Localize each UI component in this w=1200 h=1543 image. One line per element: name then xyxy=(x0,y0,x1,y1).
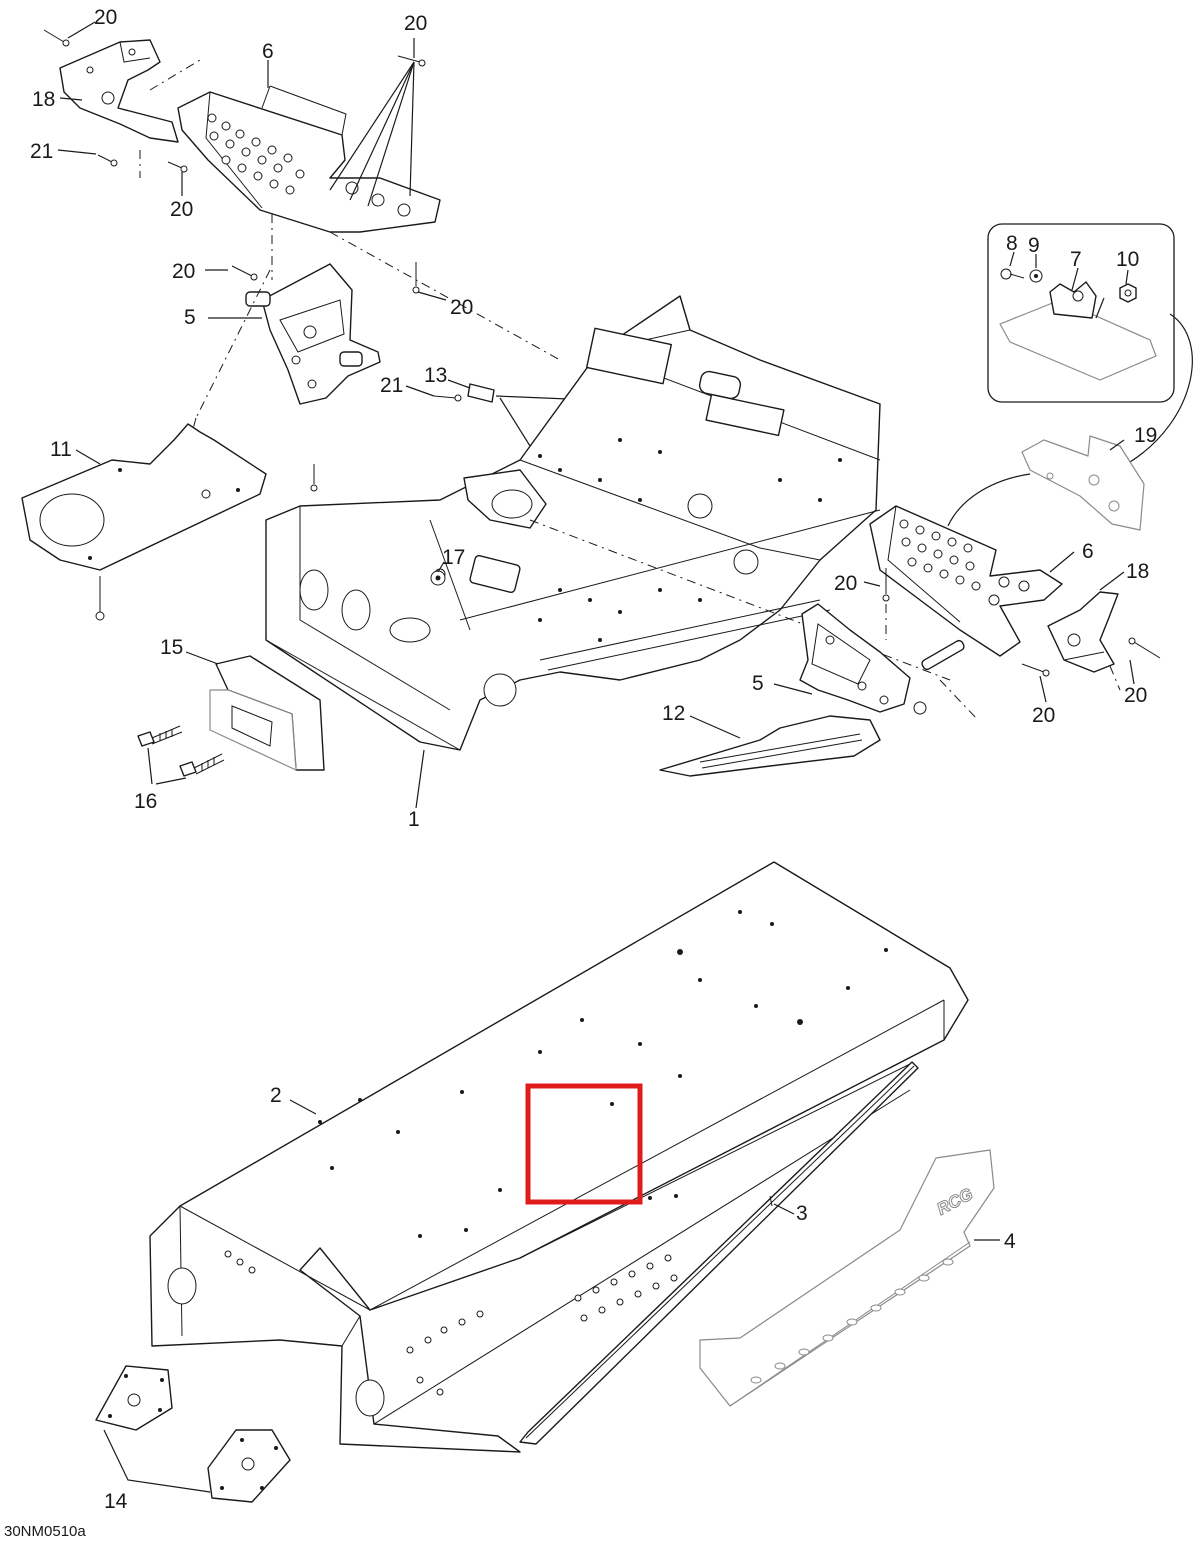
callout-18: 18 xyxy=(1126,560,1149,583)
callout-20: 20 xyxy=(94,6,117,29)
callout-18: 18 xyxy=(32,88,55,111)
callout-14: 14 xyxy=(104,1490,128,1513)
callout-20: 20 xyxy=(450,296,473,319)
detail-inset xyxy=(987,223,1175,403)
grommet-17 xyxy=(430,570,446,586)
skid-plate-right xyxy=(869,505,1063,657)
callout-19: 19 xyxy=(1134,424,1157,447)
suspension-bracket-right xyxy=(799,603,965,715)
highlight-box xyxy=(525,1083,643,1205)
rivet-icon xyxy=(97,154,118,167)
backing-plate-14a xyxy=(95,1365,173,1431)
suspension-bracket-left xyxy=(245,263,381,405)
rivet-icon xyxy=(397,55,426,67)
skid-plate-right-holes xyxy=(899,519,1030,606)
callout-20: 20 xyxy=(1124,684,1147,707)
callout-9: 9 xyxy=(1028,234,1040,257)
callout-5: 5 xyxy=(184,306,196,329)
bolt-icon xyxy=(179,753,225,777)
drawing-code: 30NM0510a xyxy=(4,1523,86,1540)
bolt-icon xyxy=(1000,268,1025,280)
callout-4: 4 xyxy=(1004,1230,1016,1253)
tunnel-side-holes xyxy=(224,1250,678,1396)
callout-1: 1 xyxy=(408,808,420,831)
tunnel-holes xyxy=(318,910,888,1238)
callout-11: 11 xyxy=(50,438,72,461)
callout-13: 13 xyxy=(424,364,447,387)
washer-icon xyxy=(1029,269,1043,283)
footrest-bracket-right xyxy=(1047,591,1119,673)
callout-21: 21 xyxy=(380,374,403,397)
rivet-icon xyxy=(167,161,188,173)
callout-20: 20 xyxy=(834,572,857,595)
mount-bracket-19 xyxy=(1021,435,1145,531)
footrest-bracket-top xyxy=(59,39,179,143)
plate-icon xyxy=(467,383,495,403)
rivet-icon xyxy=(433,394,462,402)
callout-7: 7 xyxy=(1070,248,1082,271)
side-panel-holes xyxy=(750,1258,954,1384)
callout-2: 2 xyxy=(270,1084,282,1107)
runner-plate-12 xyxy=(659,715,881,777)
callout-6: 6 xyxy=(262,40,274,63)
nut-icon xyxy=(1119,283,1137,303)
main-frame xyxy=(265,295,881,751)
skid-plate-top-holes xyxy=(207,113,411,217)
callout-10: 10 xyxy=(1116,248,1139,271)
side-panel-4: RCG xyxy=(699,1149,995,1407)
main-frame-rivets xyxy=(538,438,842,642)
callout-20: 20 xyxy=(170,198,193,221)
callout-3: 3 xyxy=(796,1202,808,1225)
callout-6: 6 xyxy=(1082,540,1094,563)
callout-21: 21 xyxy=(30,140,53,163)
bolt-icon xyxy=(137,725,183,747)
callout-20: 20 xyxy=(404,12,427,35)
skid-plate-top xyxy=(177,85,441,233)
callout-20: 20 xyxy=(172,260,195,283)
callout-17: 17 xyxy=(442,546,465,569)
callout-labels: 20 20 6 18 21 20 20 20 5 21 13 8 9 7 10 … xyxy=(30,6,1157,1513)
callout-5: 5 xyxy=(752,672,764,695)
slide-rail-3 xyxy=(519,1061,919,1445)
callout-8: 8 xyxy=(1006,232,1018,255)
heat-shield-panel xyxy=(21,423,267,571)
callout-16: 16 xyxy=(134,790,157,813)
rivet-icon xyxy=(1128,637,1161,659)
callout-15: 15 xyxy=(160,636,183,659)
callout-12: 12 xyxy=(662,702,685,725)
rivet-icon xyxy=(43,29,70,47)
bracket-15 xyxy=(209,655,325,771)
backing-plate-14b xyxy=(207,1429,291,1503)
callout-20: 20 xyxy=(1032,704,1055,727)
rivet-icon xyxy=(1021,663,1050,677)
tunnel-2 xyxy=(149,861,969,1453)
